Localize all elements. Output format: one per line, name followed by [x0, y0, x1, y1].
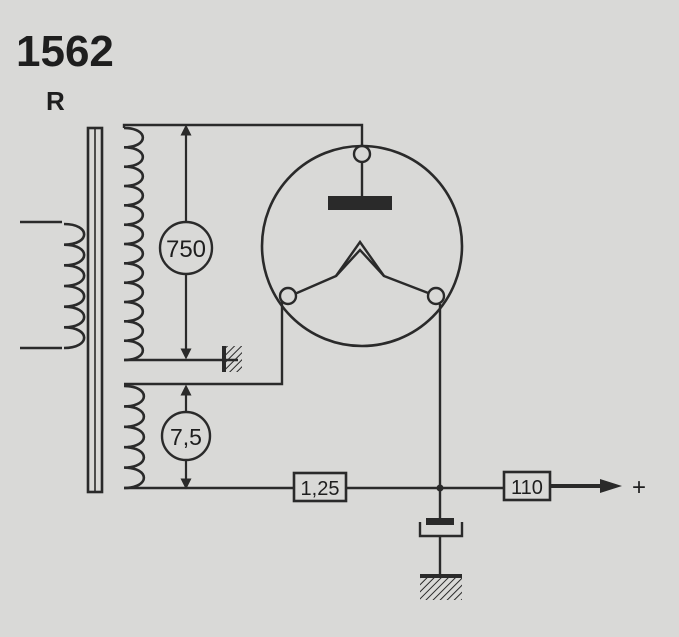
hv-coil-loops	[123, 126, 144, 362]
primary-coil-loops	[63, 222, 86, 350]
figure-number: 1562	[16, 27, 114, 76]
resistor-filament-label: 1,25	[301, 478, 340, 500]
figure-letter: R	[46, 86, 65, 116]
tube-anode	[328, 196, 392, 210]
filament-coil-loops	[123, 384, 145, 490]
positive-sign: +	[632, 474, 646, 501]
high-voltage-winding	[122, 123, 364, 362]
resistor-filament: 1,25	[292, 471, 348, 503]
primary-winding	[20, 220, 86, 350]
output-terminal: +	[550, 474, 646, 501]
ground-symbol-upper	[222, 346, 242, 372]
filament-pin-right	[426, 286, 446, 306]
hv-voltage-indicator: 750	[158, 124, 214, 360]
resistor-output: 110	[502, 470, 552, 502]
vacuum-tube	[260, 144, 464, 348]
filament-winding	[123, 296, 294, 490]
filament-voltage-label: 7,5	[170, 424, 202, 450]
capacitor-symbol	[418, 488, 464, 574]
ground-symbol-lower	[420, 574, 462, 600]
anode-pin	[352, 144, 372, 164]
hv-voltage-label: 750	[166, 236, 206, 263]
resistor-output-label: 110	[511, 477, 543, 499]
transformer-core	[86, 126, 104, 494]
filament-pin-left	[278, 286, 298, 306]
filament-voltage-indicator: 7,5	[160, 384, 212, 490]
